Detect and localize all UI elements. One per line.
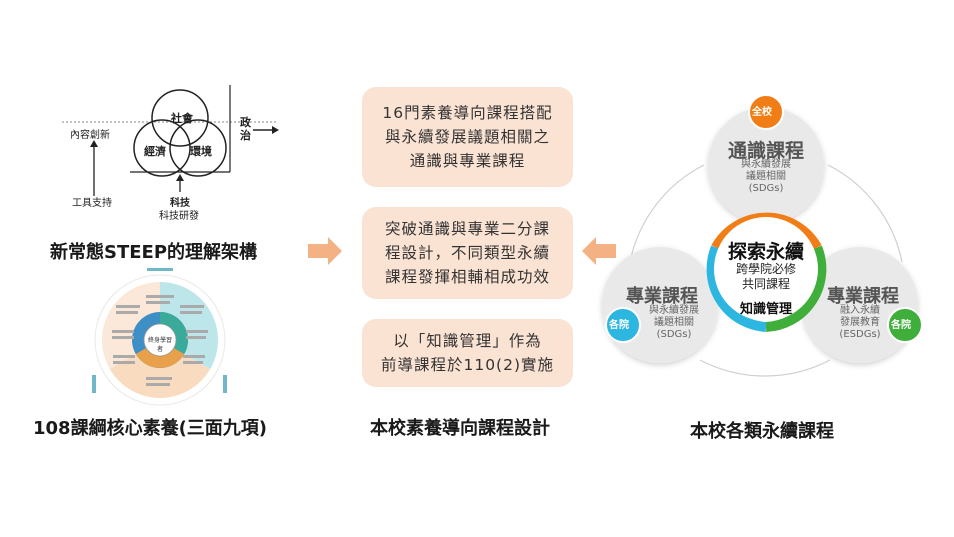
- box1-line3: 通識與專業課程: [409, 152, 526, 170]
- major-left-desc-line1: 與永續發展: [649, 305, 699, 316]
- tool-support-label: 工具支持: [72, 198, 112, 209]
- center-course-lines: 跨學院必修 共同課程: [716, 262, 816, 292]
- venn-circle-environment: [169, 119, 227, 177]
- general-desc-line1: 與永續發展: [741, 159, 791, 170]
- politics-label-line1: 政: [240, 116, 251, 129]
- content-innovation-label: 內容創新: [70, 130, 110, 141]
- wheel-label-line: [146, 301, 170, 304]
- course-design-box-2: 突破通識與專業二分課 程設計，不同類型永續 課程發揮相輔相成功效: [362, 207, 573, 299]
- cycle-arc-left: [629, 164, 705, 263]
- arrow-right-to-middle: [308, 237, 342, 265]
- ring-segment-green: [765, 245, 827, 332]
- box3-line2: 前導課程於110(2)實施: [380, 356, 555, 374]
- major-right-title: 專業課程: [827, 286, 899, 307]
- box2-line3: 課程發揮相輔相成功效: [384, 268, 550, 286]
- cycle-arc-bottom: [699, 359, 831, 377]
- wheel-label-line: [112, 330, 134, 333]
- arrow-left-to-middle: [582, 237, 616, 265]
- general-course-desc: 與永續發展 議題相關 (SDGs): [716, 159, 816, 195]
- badge-major-left: [605, 307, 641, 343]
- venn-circle-society: [151, 89, 209, 147]
- middle-caption: 本校素養導向課程設計: [370, 418, 550, 439]
- major-right-desc-line1: 融入永續: [840, 305, 880, 316]
- general-desc-line2: 議題相關: [746, 171, 786, 182]
- wheel-label-line: [116, 305, 140, 308]
- wheel-outer-label: [147, 268, 173, 271]
- box1-line2: 與永續發展議題相關之: [384, 127, 550, 146]
- center-line2: 共同課程: [741, 277, 790, 291]
- technology-arrow-head: [176, 174, 184, 181]
- courses-caption: 本校各類永續課程: [690, 421, 834, 442]
- general-desc-line3: (SDGs): [748, 183, 784, 194]
- wheel-label-line: [116, 311, 138, 314]
- major-left-desc: 與永續發展 議題相關 (SDGs): [624, 305, 724, 341]
- center-course-title: 探索永續: [727, 241, 804, 263]
- badge-major-right: [887, 307, 923, 343]
- major-left-title: 專業課程: [626, 286, 698, 307]
- wheel-label-line: [180, 305, 204, 308]
- box2-line1: 突破通識與專業二分課: [384, 219, 550, 238]
- wheel-label-line: [186, 336, 206, 339]
- wheel-label-line: [113, 361, 135, 364]
- venn-label-economy: 經濟: [144, 145, 166, 158]
- wheel-center: [143, 323, 177, 357]
- wheel-label-line: [180, 311, 202, 314]
- major-course-right-circle: [802, 247, 918, 363]
- general-course-title: 通識課程: [727, 140, 804, 162]
- badge-general: [748, 94, 784, 130]
- venn-label-environment: 環境: [190, 145, 212, 158]
- wheel-outer-ring: [94, 274, 226, 406]
- politics-arrow-head: [272, 126, 279, 134]
- ring-segment-cyan: [706, 245, 767, 332]
- course-design-box-1: 16門素養導向課程搭配 與永續發展議題相關之 通識與專業課程: [362, 87, 573, 187]
- literacy-caption: 108課綱核心素養(三面九項): [33, 418, 268, 439]
- box3-line1: 以「知識管理」作為: [393, 331, 542, 350]
- wheel-outer-label: [223, 375, 227, 393]
- major-right-desc-line2: 發展教育: [840, 317, 880, 328]
- major-left-desc-line2: 議題相關: [654, 317, 694, 328]
- politics-label-line2: 治: [240, 129, 251, 142]
- technology-label: 科技: [170, 198, 190, 209]
- literacy-wheel: [92, 268, 227, 406]
- venn-label-society: 社會: [171, 112, 193, 125]
- wheel-label-line: [146, 383, 170, 386]
- wheel-outer-label: [92, 375, 96, 393]
- major-right-desc-line3: (ESDGs): [839, 329, 881, 340]
- center-course-circle: [714, 217, 818, 321]
- badge-major-left-label: 各院: [609, 320, 629, 331]
- center-line1: 跨學院必修: [735, 262, 796, 276]
- wheel-label-line: [183, 355, 205, 358]
- box1-line1: 16門素養導向課程搭配: [382, 103, 553, 122]
- wheel-label-line: [183, 361, 203, 364]
- wheel-segment-interaction: [109, 340, 211, 398]
- wheel-center-label: 終身學習者: [147, 337, 172, 353]
- wheel-label-line: [186, 330, 208, 333]
- wheel-label-line: [146, 295, 174, 298]
- major-left-desc-line3: (SDGs): [656, 329, 692, 340]
- course-design-box-3: 以「知識管理」作為 前導課程於110(2)實施: [362, 319, 573, 387]
- tech-rd-label: 科技研發: [159, 211, 199, 222]
- badge-general-label: 全校: [752, 107, 772, 118]
- venn-circle-economy: [133, 119, 191, 177]
- politics-label: 政 治: [240, 116, 251, 142]
- box2-line2: 程設計，不同類型永續: [384, 243, 550, 262]
- major-right-desc: 融入永續 發展教育 (ESDGs): [810, 305, 910, 341]
- general-course-circle: [708, 107, 824, 223]
- wheel-label-line: [146, 377, 172, 380]
- wheel-label-line: [112, 336, 134, 339]
- badge-major-right-label: 各院: [891, 320, 911, 331]
- content-arrow-head: [90, 140, 98, 147]
- steep-caption: 新常態STEEP的理解架構: [50, 242, 258, 263]
- center-course-tag: 知識管理: [739, 302, 792, 317]
- wheel-label-line: [113, 355, 135, 358]
- cycle-arc-right: [827, 164, 903, 263]
